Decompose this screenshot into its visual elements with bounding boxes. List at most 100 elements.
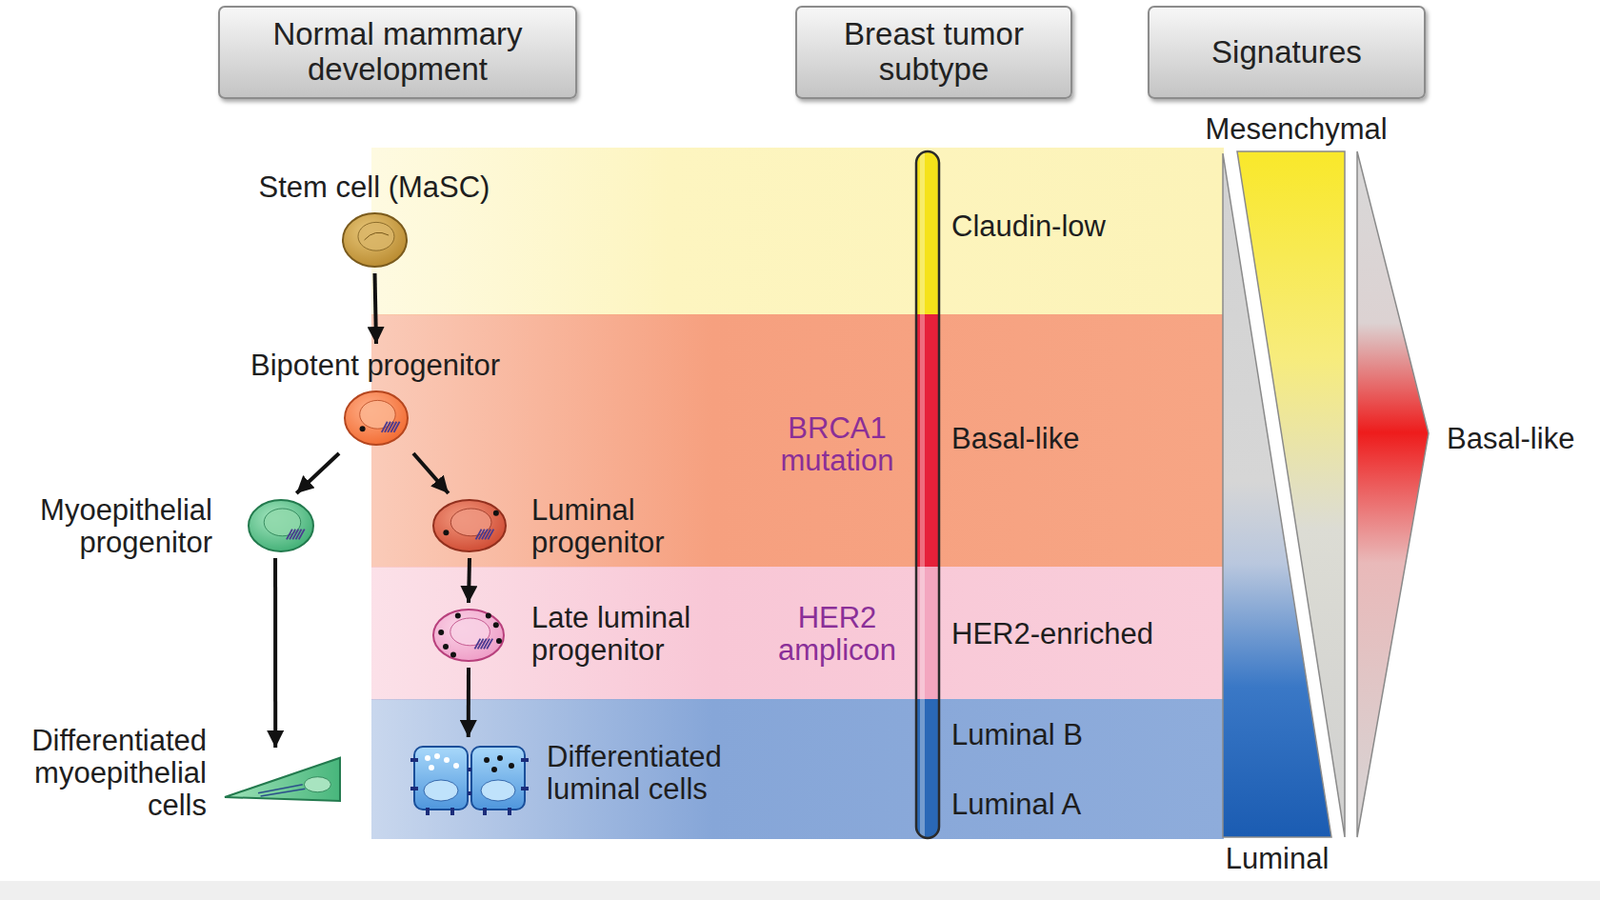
striation: [299, 529, 305, 540]
header-box: Breast tumor subtype: [795, 5, 1073, 100]
lineage-arrow: [466, 667, 471, 738]
differentiated-luminal-cells: Differentiated luminal cells: [408, 740, 531, 816]
junction-mark: [520, 758, 529, 762]
subtype-label: Luminal B: [951, 719, 1083, 752]
granule: [493, 621, 500, 628]
cell-nucleus: [263, 508, 300, 537]
granule: [438, 629, 444, 636]
mesenchymal-wedge: [1237, 151, 1345, 838]
myofilament: [260, 788, 306, 797]
cell-icon: [408, 740, 531, 816]
subtype-label: Luminal A: [951, 788, 1081, 821]
cell-icon: [220, 751, 345, 805]
header-text: Breast tumor subtype: [806, 17, 1061, 88]
lineage-arrow: [273, 558, 278, 748]
cell-icon: [430, 606, 507, 664]
cell-nucleus: [450, 618, 491, 646]
amplicon-label: HER2 amplicon: [760, 601, 914, 667]
cell-icon: [245, 497, 317, 555]
header-box: Signatures: [1147, 5, 1426, 100]
lineage-arrow: [468, 558, 470, 603]
junction-mark: [410, 786, 419, 791]
junction-mark: [410, 758, 419, 762]
bar-segment: [916, 566, 940, 700]
granule: [497, 755, 503, 761]
subtype-label: HER2-enriched: [951, 618, 1154, 651]
late-luminal-cell: Late luminal progenitor: [430, 606, 507, 664]
bipotent-cell: Bipotent progenitor: [314, 347, 439, 450]
basal-wedge: [1357, 151, 1429, 838]
cell-label: Bipotent progenitor: [250, 349, 500, 382]
junction-mark: [450, 807, 455, 816]
granule: [485, 613, 492, 620]
bar-outline: [916, 151, 940, 839]
granule: [453, 762, 460, 769]
cell-label: Myoepithelial progenitor: [21, 494, 213, 560]
junction-mark: [482, 807, 487, 816]
subtype-label: Basal-like: [951, 422, 1080, 456]
bottom-strip: [0, 880, 1600, 900]
subtype-bar: [916, 151, 940, 839]
cell-icon: [340, 210, 410, 270]
cell-nucleus: [423, 780, 459, 801]
bar-segment: [916, 699, 940, 839]
luminal-progenitor-cell: Luminal progenitor: [430, 497, 509, 555]
myoepithelial-progenitor-cell: Myoepithelial progenitor: [245, 497, 317, 555]
lineage-arrow: [413, 453, 449, 494]
cell-body: [433, 500, 506, 552]
granule: [424, 755, 431, 761]
cell-nucleus: [303, 777, 331, 793]
bar-segment: [916, 151, 940, 316]
cell-label: Luminal progenitor: [531, 494, 703, 560]
band-yellow: [371, 147, 1224, 316]
granule: [360, 425, 366, 432]
cell-label: Stem cell (MaSC): [259, 171, 491, 204]
cell-icon: [430, 497, 509, 555]
differentiated-myoepithelial-cell: Differentiated myoepithelial cells: [220, 751, 345, 805]
striation: [487, 529, 494, 540]
cell-nucleus: [360, 400, 396, 429]
cell-nucleus: [480, 780, 516, 801]
junction-mark: [425, 807, 430, 816]
lineage-arrow: [375, 273, 378, 344]
signature-label: Mesenchymal: [1204, 113, 1387, 146]
cell-body: [248, 500, 314, 552]
cell-body: [344, 391, 408, 445]
granule: [508, 762, 515, 769]
band-pink: [371, 566, 1224, 700]
cell-nucleus: [358, 221, 395, 251]
myofilament: [258, 784, 303, 794]
luminal-cell-body: [471, 746, 525, 810]
granule: [496, 638, 502, 644]
header-text: Signatures: [1211, 35, 1362, 71]
cell-label: Late luminal progenitor: [531, 601, 722, 667]
bar-highlight: [920, 151, 925, 839]
granule: [443, 757, 450, 763]
junction-mark: [467, 791, 472, 796]
cell-label: Differentiated myoepithelial cells: [16, 724, 207, 822]
granule: [483, 757, 490, 763]
junction-mark: [520, 786, 529, 791]
junction-mark: [467, 767, 472, 772]
bar-segment: [916, 314, 940, 568]
nucleus-fold: [364, 232, 390, 240]
signature-label: Luminal: [1225, 842, 1330, 876]
striation: [394, 421, 400, 433]
cell-body: [342, 213, 407, 267]
cell-icon: [341, 388, 411, 448]
band-blue: [371, 699, 1224, 840]
lineage-arrow: [296, 453, 340, 494]
cell-body: [433, 609, 504, 661]
luminal-cell-body: [414, 746, 468, 810]
granule: [450, 651, 457, 658]
granule: [493, 510, 500, 517]
cell-label: Differentiated luminal cells: [546, 740, 747, 806]
granule: [442, 529, 449, 536]
granule: [455, 613, 461, 620]
granule: [434, 753, 440, 760]
header-text: Normal mammary development: [229, 17, 566, 88]
junction-mark: [507, 807, 512, 816]
granule: [491, 766, 498, 773]
